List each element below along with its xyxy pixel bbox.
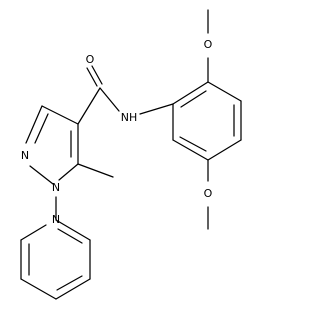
pyridine-nitrogen-label: N [52, 213, 60, 226]
bond-c-o-double-b [91, 65, 103, 85]
pyrazole-n1-label: N [52, 181, 60, 194]
bond-phenyl-4 [207, 139, 242, 161]
methoxy-oxygen-top-label: O [204, 38, 213, 51]
bond-c-o-double-a [86, 67, 98, 87]
bond-pyrazole-n2-n1 [29, 165, 54, 185]
bond-phenyl-2 [207, 81, 242, 102]
bond-carbonyl-to-pyrazole [77, 87, 101, 125]
bond-pyrazole-c3-n2 [25, 105, 43, 144]
bond-pyrazole-n1-c5 [58, 163, 79, 181]
bond-pyridine-3 [55, 278, 91, 300]
bond-phenyl-5 [172, 139, 209, 161]
bond-pyrazole-c3-n2-inner [34, 113, 49, 144]
bond-phenyl-1 [172, 81, 209, 105]
bond-nh-to-phenyl [139, 103, 174, 115]
bond-pyrazole-c4-c3 [41, 105, 79, 125]
label-layer: O NH O O N N N [21, 38, 213, 226]
bond-pyridine-1 [55, 219, 91, 241]
carbonyl-oxygen-label: O [86, 53, 95, 66]
amide-nitrogen-label: NH [121, 111, 138, 124]
bond-pyridine-inner-2 [56, 275, 83, 291]
bond-carbonyl-to-nh [99, 87, 120, 112]
pyrazole-n2-label: N [21, 149, 29, 162]
bond-layer [20, 9, 242, 300]
bond-c5-methyl [77, 163, 114, 178]
bond-phenyl-inner-3 [179, 136, 207, 152]
molecule-diagram: O NH O O N N N [20, 9, 242, 300]
bond-pyridine-inner-1 [57, 228, 83, 244]
bond-pyridine-6 [20, 224, 47, 241]
bond-pyridine-4 [20, 278, 57, 300]
methoxy-oxygen-bottom-label: O [204, 187, 213, 200]
bond-phenyl-inner-1 [180, 90, 207, 108]
